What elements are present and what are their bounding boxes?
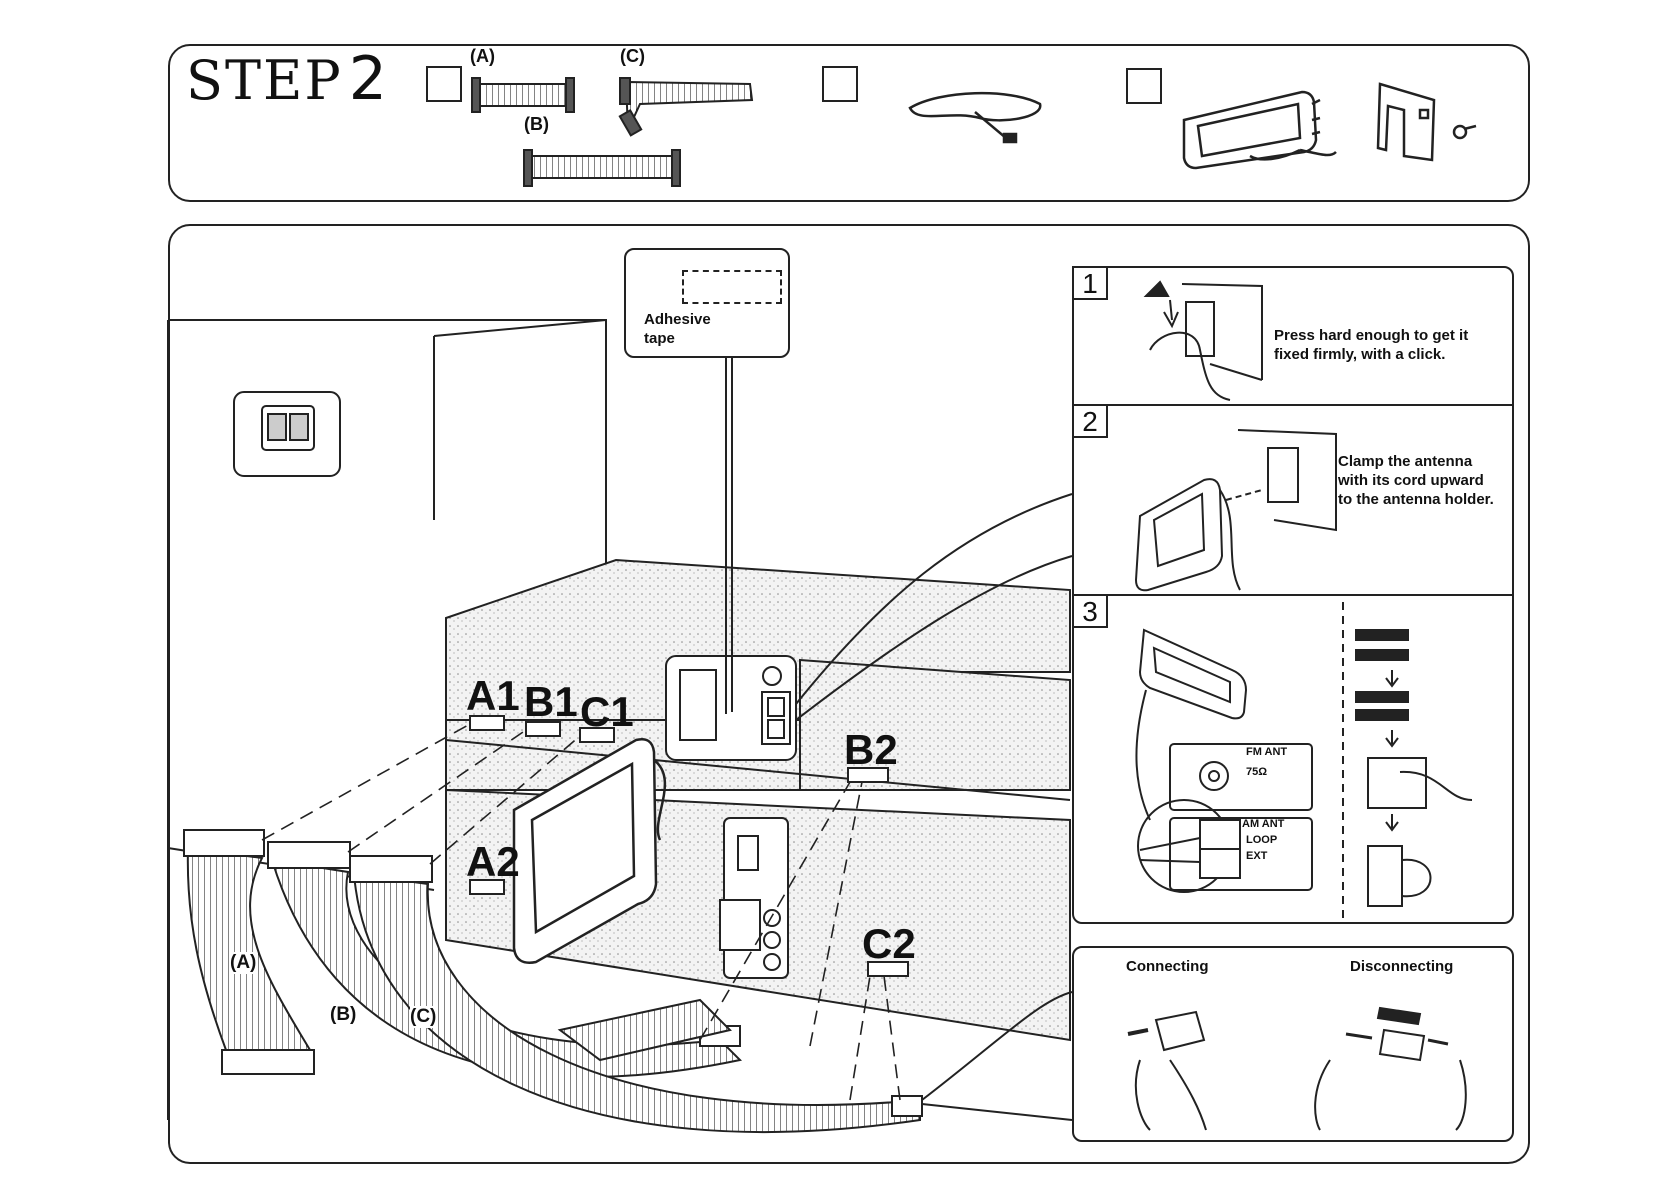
connecting-label: Connecting (1126, 958, 1209, 975)
am-loop-antenna-icon (1184, 92, 1336, 168)
step1-text-line2: fixed firmly, with a click. (1274, 345, 1468, 364)
antenna-holder-icon (1378, 84, 1476, 160)
connector-label-b1: B1 (524, 678, 578, 726)
speaker-terminal-icon (234, 392, 340, 476)
terminal-am-label: AM ANT (1242, 818, 1284, 830)
step2-text-line2: with its cord upward (1338, 471, 1494, 490)
step-number-2: 2 (1072, 404, 1108, 438)
connector-label-c2: C2 (862, 920, 916, 968)
connector-label-a2: A2 (466, 838, 520, 886)
terminal-fm-label: FM ANT (1246, 746, 1287, 758)
flat-cable-b-icon (524, 150, 680, 186)
terminal-loop-label: LOOP (1246, 834, 1277, 846)
step-number-1: 1 (1072, 266, 1108, 300)
flat-cable-a-icon (472, 78, 574, 112)
step2-text: Clamp the antenna with its cord upward t… (1338, 452, 1494, 509)
flat-cable-c-icon (620, 78, 752, 135)
terminal-ext-label: EXT (1246, 850, 1267, 862)
adhesive-label-line2: tape (644, 329, 711, 348)
steps-divider-2 (1072, 594, 1514, 596)
step1-text: Press hard enough to get it fixed firmly… (1274, 326, 1468, 364)
connector-label-c1: C1 (580, 688, 634, 736)
adhesive-label-line1: Adhesive (644, 310, 711, 329)
connector-label-b2: B2 (844, 726, 898, 774)
cable-label-a: (A) (230, 952, 256, 974)
fm-antenna-wire-icon (910, 93, 1040, 142)
rear-jacks-block (720, 818, 788, 978)
step-number-3: 3 (1072, 594, 1108, 628)
disconnecting-label: Disconnecting (1350, 958, 1453, 975)
adhesive-tape-label: Adhesive tape (644, 310, 711, 348)
cable-label-b: (B) (330, 1004, 356, 1026)
step1-text-line1: Press hard enough to get it (1274, 326, 1468, 345)
step2-text-line1: Clamp the antenna (1338, 452, 1494, 471)
connector-label-a1: A1 (466, 672, 520, 720)
step2-text-line3: to the antenna holder. (1338, 490, 1494, 509)
terminal-fm-ohm-label: 75Ω (1246, 766, 1267, 778)
steps-divider-1 (1072, 404, 1514, 406)
tape-dashed-area (682, 270, 782, 304)
adhesive-tape-inset: Adhesive tape (624, 248, 790, 358)
cable-label-c: (C) (410, 1006, 436, 1028)
connect-disconnect-box (1072, 946, 1514, 1142)
